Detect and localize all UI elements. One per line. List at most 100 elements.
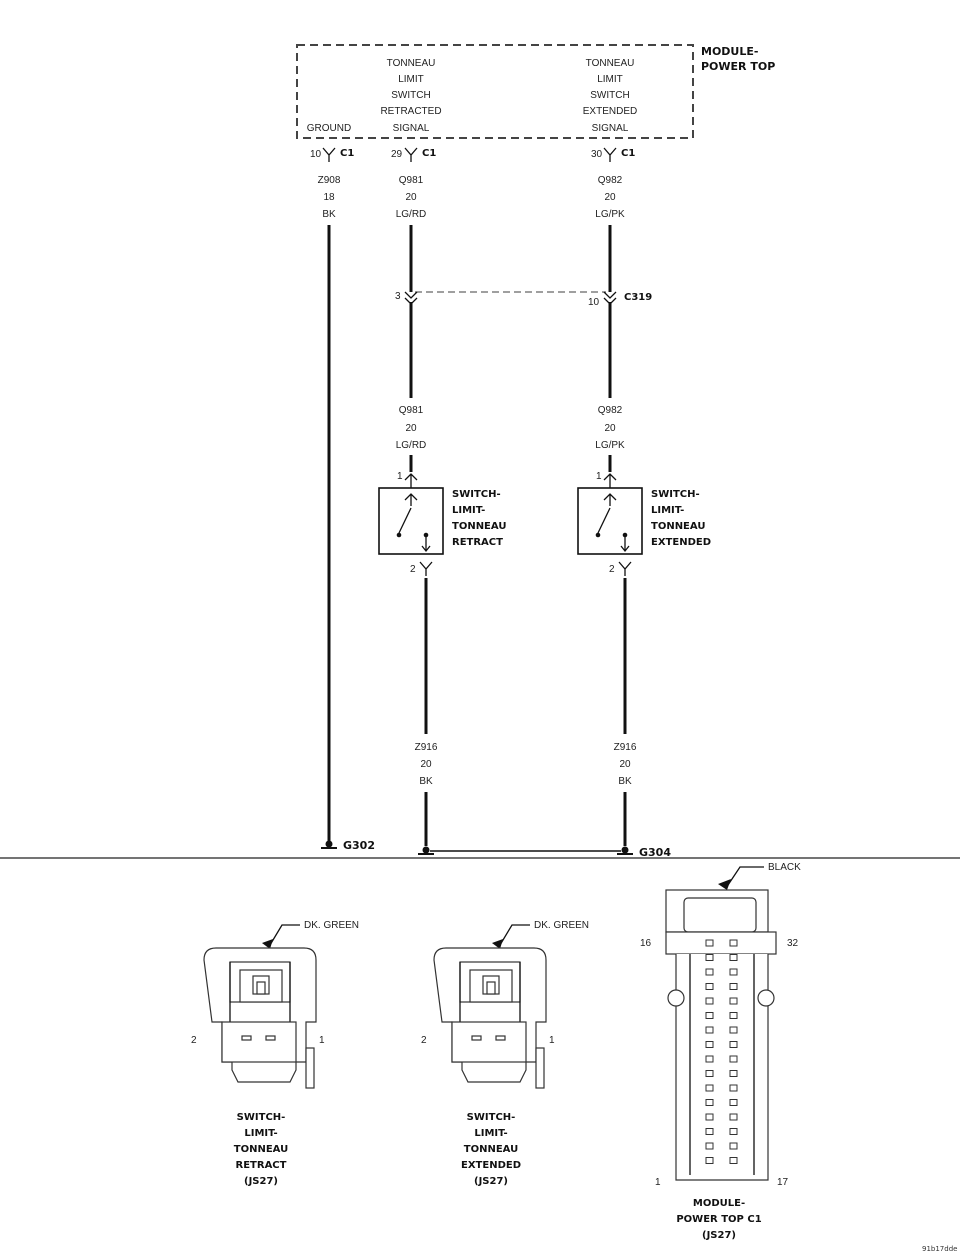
module-pin-16: 16 [640, 938, 652, 949]
svg-text:LG/RD: LG/RD [396, 440, 427, 451]
svg-text:TONNEAU: TONNEAU [586, 58, 635, 69]
pin-cavity [729, 1055, 738, 1063]
module-connector-color: BLACK [768, 862, 801, 873]
module-pin-32: 32 [787, 938, 799, 949]
svg-text:TONNEAU: TONNEAU [464, 1144, 518, 1155]
pin-cavity [705, 1012, 714, 1019]
svg-text:LIMIT: LIMIT [597, 74, 623, 85]
pin-cavity [705, 1142, 714, 1150]
pin-cavity [729, 1070, 738, 1077]
module-pin-grid [705, 939, 738, 1164]
wire-z916-extended-label: Z916 20 BK [614, 742, 637, 787]
svg-text:SWITCH-: SWITCH- [467, 1112, 516, 1123]
svg-text:SWITCH: SWITCH [391, 90, 430, 101]
svg-text:Z908: Z908 [318, 175, 341, 186]
svg-text:MODULE-: MODULE- [693, 1198, 745, 1209]
svg-text:C1: C1 [621, 148, 635, 159]
wire-z916-retract-label: Z916 20 BK [415, 742, 438, 787]
svg-text:TONNEAU: TONNEAU [234, 1144, 288, 1155]
pin-cavity [729, 1142, 738, 1150]
switch-retract-pin-2: 2 [410, 564, 416, 575]
retract-pin-2: 2 [191, 1035, 197, 1046]
svg-text:20: 20 [420, 759, 432, 770]
pin-cavity [729, 1084, 738, 1092]
pin-cavity [729, 1157, 738, 1164]
ground-g302: G302 [321, 839, 375, 852]
ground-label: GROUND [307, 123, 351, 134]
module-pin-1: 1 [655, 1177, 661, 1188]
svg-text:BK: BK [419, 776, 433, 787]
svg-text:G304: G304 [639, 846, 671, 859]
svg-text:SIGNAL: SIGNAL [592, 123, 629, 134]
svg-text:POWER TOP C1: POWER TOP C1 [676, 1214, 761, 1225]
module-pin-17: 17 [777, 1177, 789, 1188]
svg-text:EXTENDED: EXTENDED [461, 1160, 521, 1171]
svg-text:(JS27): (JS27) [474, 1176, 508, 1187]
pin-cavity [729, 1026, 738, 1034]
svg-text:C1: C1 [340, 148, 354, 159]
c319-pin-extend: 10 [588, 297, 600, 308]
svg-text:(JS27): (JS27) [244, 1176, 278, 1187]
module-title-line2: POWER TOP [701, 60, 775, 73]
svg-text:BK: BK [618, 776, 632, 787]
svg-text:G302: G302 [343, 839, 375, 852]
svg-text:LIMIT: LIMIT [398, 74, 424, 85]
svg-text:Q981: Q981 [399, 405, 424, 416]
pin-cavity [705, 1157, 714, 1164]
svg-text:20: 20 [405, 423, 417, 434]
pin-cavity [705, 1041, 714, 1048]
pin-cavity [729, 939, 738, 947]
svg-text:EXTENDED: EXTENDED [651, 537, 711, 548]
connector-view-extended: DK. GREEN 2 1 SWITCH- LIMIT- TONNEAU EXT… [421, 920, 589, 1187]
pin-cavity [729, 1099, 738, 1106]
pin-cavity [705, 1055, 714, 1063]
pin-cavity [705, 968, 714, 976]
extended-pin-2: 2 [421, 1035, 427, 1046]
wire-q981-upper-label: Q981 20 LG/RD [396, 175, 427, 220]
svg-text:20: 20 [405, 192, 417, 203]
wire-q982-upper-label: Q982 20 LG/PK [595, 175, 625, 220]
pin-cavity [729, 983, 738, 990]
svg-text:EXTENDED: EXTENDED [583, 106, 637, 117]
pin-cavity [729, 1012, 738, 1019]
pin-cavity [729, 1041, 738, 1048]
module-title-line1: MODULE- [701, 45, 758, 58]
pin-cavity [729, 1113, 738, 1121]
retracted-signal-label: TONNEAU LIMIT SWITCH RETRACTED SIGNAL [380, 58, 441, 134]
pin-cavity [729, 968, 738, 976]
svg-text:SWITCH-: SWITCH- [237, 1112, 286, 1123]
svg-text:LIMIT-: LIMIT- [474, 1128, 507, 1139]
switch-limit-tonneau-retract: 1 SWITCH- LIMIT- TONNEAU RETRACT 2 [378, 455, 506, 576]
svg-text:Z916: Z916 [415, 742, 438, 753]
connector-view-retract: DK. GREEN 2 1 SWITCH- LIMIT- TONNEAU RET… [191, 920, 359, 1187]
switch-extended-pin-2: 2 [609, 564, 615, 575]
pin-cavity [705, 1128, 714, 1135]
pin-cavity [705, 983, 714, 990]
module-power-top-box [296, 44, 694, 139]
pin-cavity [705, 1099, 714, 1106]
pin-cavity [705, 1113, 714, 1121]
pin-cavity [729, 954, 738, 961]
svg-text:20: 20 [604, 423, 616, 434]
connector-view-module-c1: BLACK 16 32 1 17 MODULE- POWER TOP C1 (J… [640, 862, 801, 1241]
svg-text:RETRACT: RETRACT [452, 537, 503, 548]
svg-text:BK: BK [322, 209, 336, 220]
svg-text:30: 30 [591, 149, 603, 160]
svg-text:RETRACT: RETRACT [236, 1160, 287, 1171]
retract-pin-1: 1 [319, 1035, 325, 1046]
switch-limit-tonneau-extended: 1 SWITCH- LIMIT- TONNEAU EXTENDED 2 [577, 455, 711, 576]
svg-text:TONNEAU: TONNEAU [651, 521, 705, 532]
ground-g304: G304 [418, 846, 671, 859]
pin-cavity [705, 997, 714, 1005]
pin-cavity [729, 997, 738, 1005]
svg-text:LIMIT-: LIMIT- [452, 505, 485, 516]
svg-text:SWITCH: SWITCH [590, 90, 629, 101]
svg-text:SIGNAL: SIGNAL [393, 123, 430, 134]
svg-text:10: 10 [310, 149, 322, 160]
svg-text:Q982: Q982 [598, 405, 623, 416]
pin-cavity [705, 939, 714, 947]
pin-cavity [705, 954, 714, 961]
pin-ground-c1: 10 C1 [310, 147, 354, 162]
c319-label: C319 [624, 292, 652, 303]
